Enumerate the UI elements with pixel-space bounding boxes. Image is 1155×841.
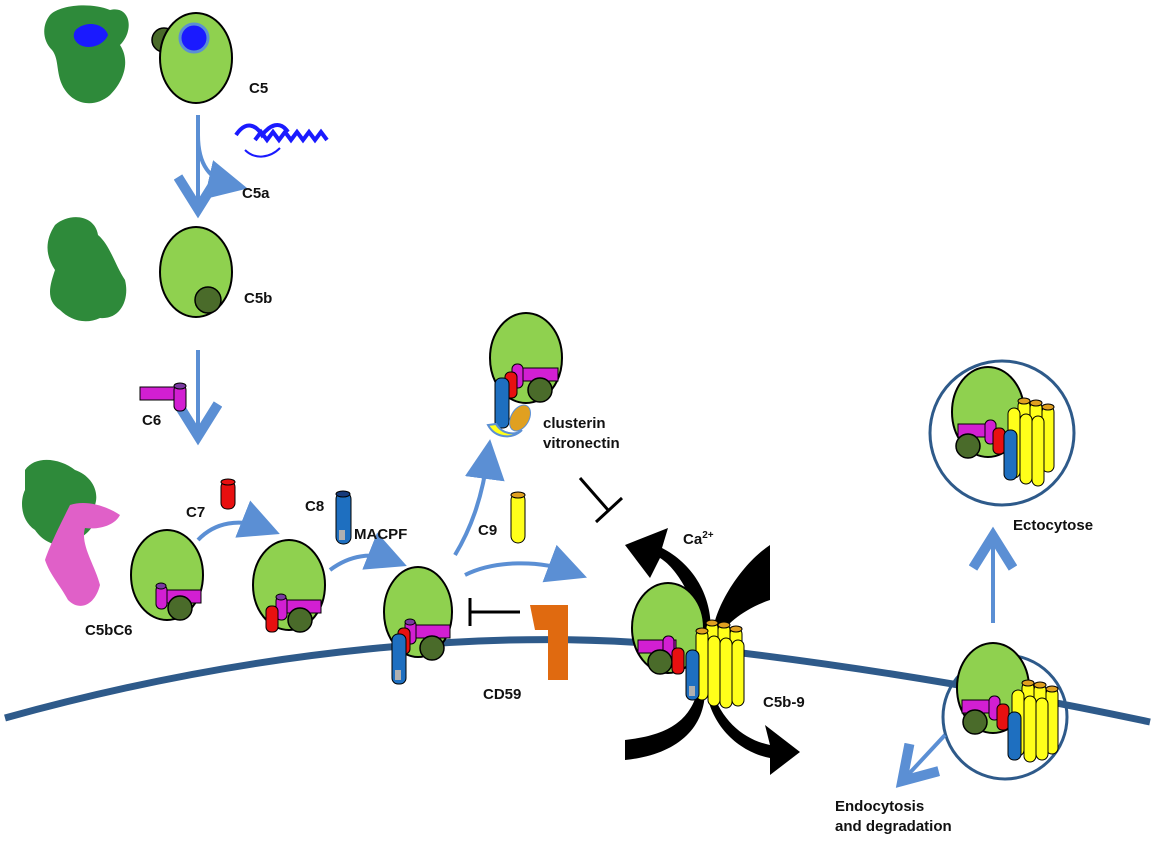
c5bc6-protein-icon	[130, 529, 204, 621]
c5b9-mac-pore-icon	[631, 582, 745, 709]
c5b-protein-icon	[159, 226, 233, 318]
label-calcium: Ca2+	[683, 530, 714, 548]
label-c6: C6	[142, 412, 162, 429]
label-c7: C7	[186, 504, 206, 521]
arrow-c5bc6-to-c5b7	[196, 500, 280, 542]
ectocytose-vesicle	[928, 359, 1076, 507]
c7-protein-icon	[220, 478, 236, 510]
c5b-crystal-structure	[47, 217, 127, 322]
label-ectocytose: Ectocytose	[1013, 517, 1094, 534]
arrow-c5b8-to-clusterin	[453, 439, 505, 557]
label-macpf: MACPF	[354, 526, 408, 543]
c5bc6-crystal-structure	[22, 459, 120, 606]
clusterin-inhibition	[578, 477, 624, 524]
c9-protein-icon	[510, 491, 526, 544]
label-endocytosis: Endocytosis	[835, 798, 925, 815]
c5b8-protein-icon	[383, 566, 453, 685]
c5-protein-icon	[151, 12, 233, 104]
label-c9: C9	[478, 522, 498, 539]
label-c5: C5	[249, 80, 269, 97]
label-c8: C8	[305, 498, 325, 515]
c5b7-protein-icon	[252, 539, 326, 633]
cd59-protein-icon	[530, 605, 568, 680]
arrow-c5b8-to-c5b9	[464, 544, 587, 583]
label-c5b9: C5b-9	[763, 694, 805, 711]
arrow-c5b7-to-c5b8	[328, 532, 407, 572]
label-vitronectin: vitronectin	[543, 435, 620, 452]
c5a-helix-structure	[234, 123, 329, 158]
label-degradation: and degradation	[835, 818, 952, 835]
c8-protein-icon	[335, 490, 352, 545]
arrow-c5a-release	[196, 134, 248, 200]
label-cd59: CD59	[483, 686, 522, 703]
label-clusterin: clusterin	[543, 415, 606, 432]
arrow-to-endocytosis	[905, 733, 947, 778]
calcium-flux-arrows	[625, 528, 800, 775]
label-c5a: C5a	[242, 185, 270, 202]
cd59-inhibition	[468, 598, 520, 626]
c5-crystal-structure	[44, 5, 129, 104]
membrane-mac-endocytosis	[941, 642, 1069, 781]
c6-protein-icon	[139, 382, 187, 412]
label-c5bc6: C5bC6	[85, 622, 133, 639]
label-c5b: C5b	[244, 290, 273, 307]
clusterin-vitronectin-complex-icon	[486, 312, 563, 438]
